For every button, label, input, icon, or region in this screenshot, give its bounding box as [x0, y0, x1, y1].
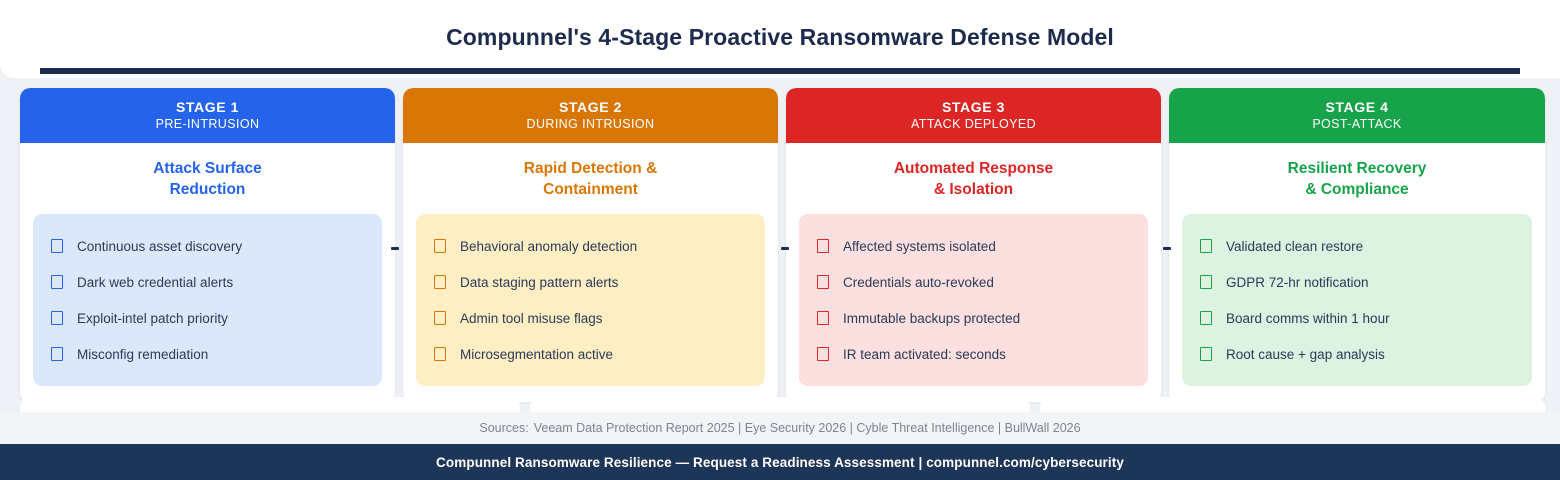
list-item-label: Credentials auto-revoked — [843, 274, 994, 290]
footer-text: Compunnel Ransomware Resilience — Reques… — [436, 454, 1124, 470]
list-item-label: Admin tool misuse flags — [460, 310, 603, 326]
checkbox-square-icon — [1200, 347, 1212, 362]
stage-connector-arrow-3 — [1163, 247, 1171, 250]
header-panel: Compunnel's 4-Stage Proactive Ransomware… — [0, 0, 1560, 78]
stage-card-row: STAGE 1 PRE-INTRUSION Attack Surface Red… — [0, 88, 1560, 403]
checkbox-square-icon — [817, 239, 829, 254]
checkbox-square-icon — [51, 275, 63, 290]
stage-4-phase: POST-ATTACK — [1312, 117, 1402, 132]
stage-4-list: Validated clean restore GDPR 72-hr notif… — [1182, 214, 1532, 387]
stage-4-title: Resilient Recovery & Compliance — [1287, 160, 1427, 198]
list-item-label: IR team activated: seconds — [843, 346, 1006, 362]
list-item: Admin tool misuse flags — [416, 300, 765, 336]
list-item: Exploit-intel patch priority — [33, 300, 382, 336]
stage-3-list: Affected systems isolated Credentials au… — [799, 214, 1148, 387]
list-item-label: Exploit-intel patch priority — [77, 310, 228, 326]
checkbox-square-icon — [817, 347, 829, 362]
list-item: Immutable backups protected — [799, 300, 1148, 336]
stage-2-list: Behavioral anomaly detection Data stagin… — [416, 214, 765, 387]
list-item: Root cause + gap analysis — [1182, 336, 1532, 372]
stage-1-number: STAGE 1 — [175, 98, 240, 115]
list-item-label: GDPR 72-hr notification — [1226, 274, 1369, 290]
stage-3-header: STAGE 3 ATTACK DEPLOYED — [786, 88, 1161, 143]
stage-3-phase: ATTACK DEPLOYED — [910, 117, 1036, 132]
list-item: Credentials auto-revoked — [799, 264, 1148, 300]
list-item: Misconfig remediation — [33, 336, 382, 372]
list-item: Continuous asset discovery — [33, 228, 382, 264]
checkbox-square-icon — [51, 239, 63, 254]
checkbox-square-icon — [434, 239, 446, 254]
checkbox-square-icon — [1200, 239, 1212, 254]
stage-2-title: Rapid Detection & Containment — [523, 160, 658, 198]
list-item: Behavioral anomaly detection — [416, 228, 765, 264]
stage-1-title: Attack Surface Reduction — [153, 160, 262, 198]
stage-1-phase: PRE-INTRUSION — [155, 117, 260, 132]
checkbox-square-icon — [817, 311, 829, 326]
stage-4-header: STAGE 4 POST-ATTACK — [1169, 88, 1545, 143]
stage-2-header: STAGE 2 DURING INTRUSION — [403, 88, 778, 143]
stage-connector-arrow-2 — [781, 247, 789, 250]
list-item: Dark web credential alerts — [33, 264, 382, 300]
list-item-label: Dark web credential alerts — [77, 274, 234, 290]
list-item-label: Board comms within 1 hour — [1226, 310, 1390, 326]
sources-label: Sources: — [479, 421, 529, 435]
list-item-label: Behavioral anomaly detection — [460, 238, 638, 254]
list-item: Microsegmentation active — [416, 336, 765, 372]
list-item: Validated clean restore — [1182, 228, 1532, 264]
list-item-label: Validated clean restore — [1226, 238, 1364, 254]
list-item-label: Immutable backups protected — [843, 310, 1021, 326]
checkbox-square-icon — [434, 347, 446, 362]
list-item-label: Root cause + gap analysis — [1226, 346, 1385, 362]
checkbox-square-icon — [434, 275, 446, 290]
list-item: Affected systems isolated — [799, 228, 1148, 264]
sources-text: Veeam Data Protection Report 2025 | Eye … — [533, 421, 1081, 435]
stage-card-3[interactable]: STAGE 3 ATTACK DEPLOYED Automated Respon… — [786, 88, 1161, 403]
checkbox-square-icon — [434, 311, 446, 326]
checkbox-square-icon — [817, 275, 829, 290]
list-item: Data staging pattern alerts — [416, 264, 765, 300]
list-item-label: Affected systems isolated — [843, 238, 996, 254]
checkbox-square-icon — [51, 347, 63, 362]
list-item-label: Microsegmentation active — [460, 346, 614, 362]
list-item-label: Continuous asset discovery — [77, 238, 243, 254]
stage-card-4[interactable]: STAGE 4 POST-ATTACK Resilient Recovery &… — [1169, 88, 1545, 403]
list-item-label: Misconfig remediation — [77, 346, 209, 362]
list-item-label: Data staging pattern alerts — [460, 274, 619, 290]
list-item: IR team activated: seconds — [799, 336, 1148, 372]
footer-bar: Compunnel Ransomware Resilience — Reques… — [0, 444, 1560, 480]
stage-1-list: Continuous asset discovery Dark web cred… — [33, 214, 382, 387]
sources-bar: Sources: Veeam Data Protection Report 20… — [0, 412, 1560, 444]
page-title: Compunnel's 4-Stage Proactive Ransomware… — [446, 24, 1114, 50]
stage-2-phase: DURING INTRUSION — [526, 117, 655, 132]
checkbox-square-icon — [1200, 311, 1212, 326]
stage-3-title: Automated Response & Isolation — [893, 160, 1054, 198]
stage-4-number: STAGE 4 — [1325, 98, 1389, 115]
list-item: Board comms within 1 hour — [1182, 300, 1532, 336]
stage-card-1[interactable]: STAGE 1 PRE-INTRUSION Attack Surface Red… — [20, 88, 395, 403]
checkbox-square-icon — [1200, 275, 1212, 290]
header-divider — [40, 68, 1520, 74]
stage-connector-arrow-1 — [391, 247, 399, 250]
stage-2-number: STAGE 2 — [558, 98, 623, 115]
stage-card-2[interactable]: STAGE 2 DURING INTRUSION Rapid Detection… — [403, 88, 778, 403]
stage-1-header: STAGE 1 PRE-INTRUSION — [20, 88, 395, 143]
checkbox-square-icon — [51, 311, 63, 326]
list-item: GDPR 72-hr notification — [1182, 264, 1532, 300]
stage-3-number: STAGE 3 — [941, 98, 1006, 115]
